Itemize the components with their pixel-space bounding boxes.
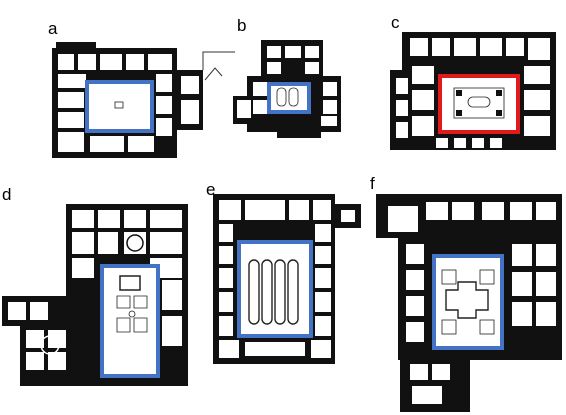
panel-label-d: d	[2, 185, 12, 204]
panel-label-f: f	[370, 174, 375, 193]
floor-plan-a	[52, 42, 235, 158]
floor-plan-b	[233, 40, 341, 138]
panel-label-e: e	[206, 180, 216, 199]
panel-label-b: b	[237, 16, 247, 35]
floor-plan-f	[376, 194, 562, 412]
panel-label-a: a	[48, 19, 58, 38]
floor-plan-d	[2, 204, 188, 386]
floor-plan-e	[213, 194, 361, 364]
floor-plan-c	[390, 32, 556, 150]
panel-label-c: c	[391, 13, 400, 32]
